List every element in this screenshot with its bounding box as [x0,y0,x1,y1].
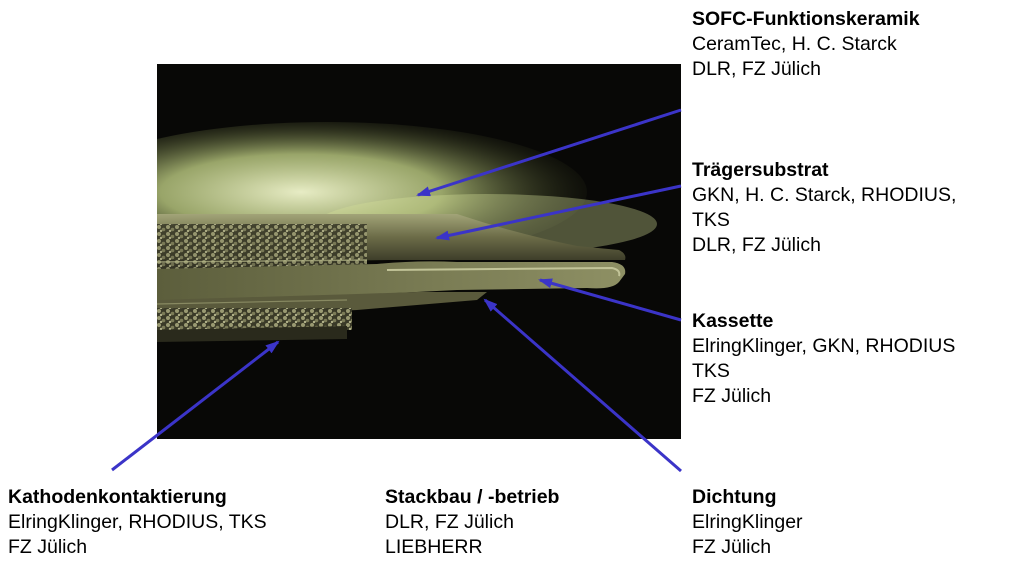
label-line: FZ Jülich [692,384,955,409]
label-sofc-funktionskeramik: SOFC-Funktionskeramik CeramTec, H. C. St… [692,7,920,82]
label-kathodenkontaktierung: Kathodenkontaktierung ElringKlinger, RHO… [8,485,267,560]
label-line: ElringKlinger, GKN, RHODIUS [692,334,955,359]
label-line: TKS [692,359,955,384]
label-line: LIEBHERR [385,535,559,560]
label-stackbau: Stackbau / -betrieb DLR, FZ Jülich LIEBH… [385,485,559,560]
label-line: CeramTec, H. C. Starck [692,32,920,57]
label-line: ElringKlinger, RHODIUS, TKS [8,510,267,535]
arrow-kathodenkontaktierung [112,342,278,470]
arrow-dichtung [485,300,681,471]
label-line: DLR, FZ Jülich [692,233,956,258]
label-title: Trägersubstrat [692,158,956,183]
label-line: GKN, H. C. Starck, RHODIUS, [692,183,956,208]
label-line: DLR, FZ Jülich [692,57,920,82]
label-line: FZ Jülich [8,535,267,560]
label-title: Kathodenkontaktierung [8,485,267,510]
label-traegersubstrat: Trägersubstrat GKN, H. C. Starck, RHODIU… [692,158,956,258]
label-title: Kassette [692,309,955,334]
label-title: Stackbau / -betrieb [385,485,559,510]
arrow-kassette [540,280,681,320]
label-title: Dichtung [692,485,803,510]
label-dichtung: Dichtung ElringKlinger FZ Jülich [692,485,803,560]
arrow-traegersubstrat [437,186,681,238]
label-line: TKS [692,208,956,233]
label-line: ElringKlinger [692,510,803,535]
label-title: SOFC-Funktionskeramik [692,7,920,32]
label-line: FZ Jülich [692,535,803,560]
label-line: DLR, FZ Jülich [385,510,559,535]
label-kassette: Kassette ElringKlinger, GKN, RHODIUS TKS… [692,309,955,409]
arrow-sofc [418,110,681,195]
